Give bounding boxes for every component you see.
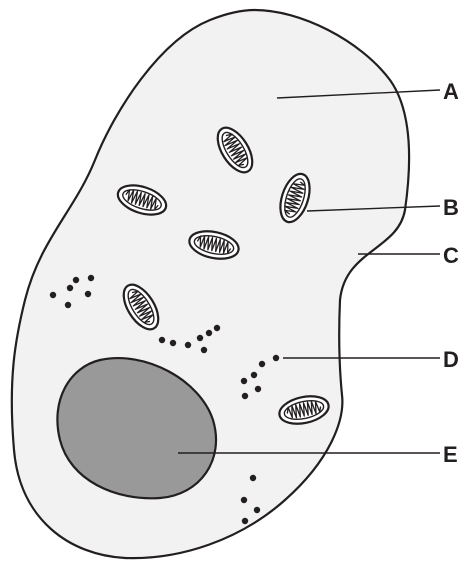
label-e: E	[443, 442, 458, 467]
label-b: B	[443, 195, 459, 220]
label-d: D	[443, 347, 459, 372]
cell-membrane	[12, 10, 409, 558]
label-a: A	[443, 79, 459, 104]
label-c: C	[443, 243, 459, 268]
